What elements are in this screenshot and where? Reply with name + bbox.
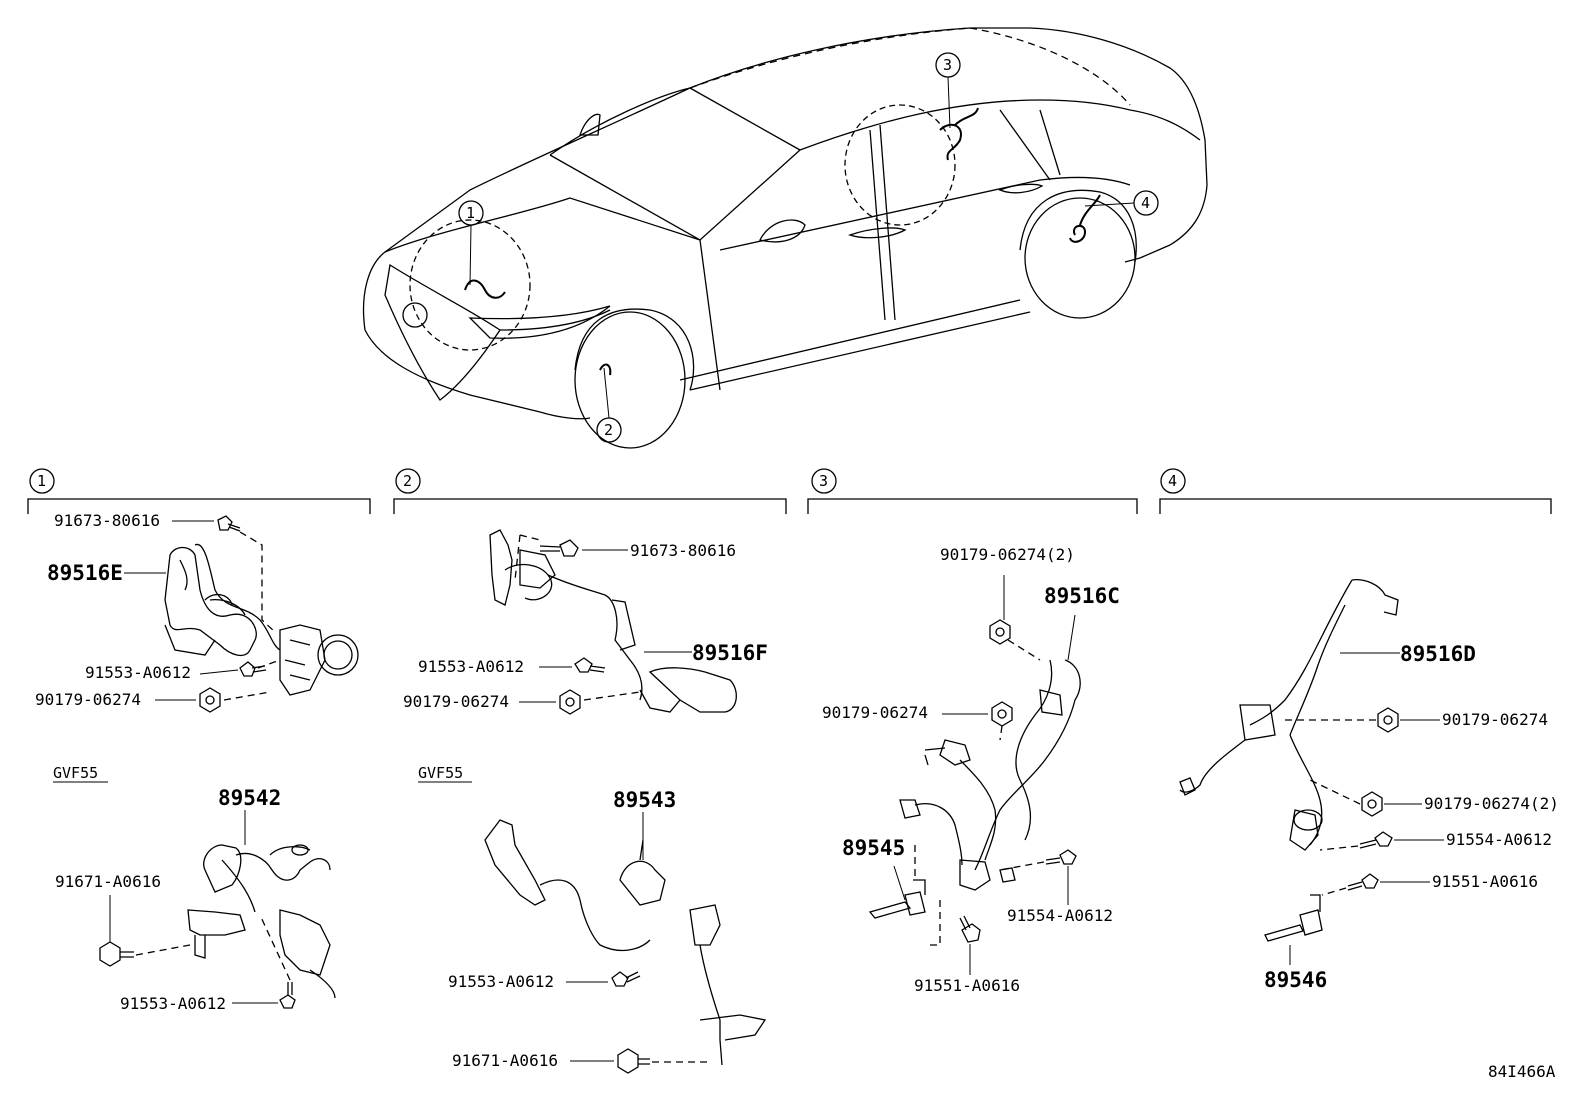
variant-label-section-2: GVF55 [418,764,463,782]
bolt-91553-A0612-s2-icon [574,657,606,673]
callout-2-label: 2 [604,421,613,439]
bolt-91551-A0616-s4-icon [1347,873,1379,891]
bolt-91671-A0616-s2-icon [617,1048,650,1074]
callout-4-label: 4 [1141,194,1150,212]
part-label-90179-06274-2-s4: 90179-06274(2) [1424,794,1559,813]
part-label-90179-06274-s3: 90179-06274 [822,703,928,722]
section-2: 91673-80616 89516F 91553-A0612 90179-062… [403,529,768,1074]
overview-callout-2: 2 [596,367,622,443]
section-3-number: 3 [819,472,828,490]
sensor-89516F-drawing [489,529,737,713]
part-label-90179-06274-s2: 90179-06274 [403,692,509,711]
section-1: 91673-80616 89516E 91553-A0612 90179-062… [35,511,359,1013]
nut-90179-06274-s2-icon [559,689,581,715]
part-label-90179-06274-2-s3: 90179-06274(2) [940,545,1075,564]
diagram-code: 84I466A [1488,1062,1556,1081]
nut-90179-06274-s4-icon [1377,707,1399,733]
section-2-number: 2 [403,472,412,490]
section-4-number: 4 [1168,472,1177,490]
part-label-89516D: 89516D [1400,642,1476,666]
part-label-90179-06274-s4: 90179-06274 [1442,710,1548,729]
bolt-91551-A0616-s3-icon [959,915,981,943]
part-label-91673-80616-s2: 91673-80616 [630,541,736,560]
part-label-89546: 89546 [1264,968,1327,992]
section-4: 89516D 90179-06274 90179-06274(2) 91554-… [1179,579,1559,992]
nut-90179-06274-icon [199,687,221,713]
part-label-91671-A0616: 91671-A0616 [55,872,161,891]
part-label-91553-A0612-s2: 91553-A0612 [418,657,524,676]
part-label-91551-A0616-s4: 91551-A0616 [1432,872,1538,891]
sensor-89545-drawing [868,879,926,919]
sensor-89542-drawing [187,844,336,999]
part-label-89516E: 89516E [47,561,123,585]
part-label-89516F: 89516F [692,641,768,665]
nut-90179-06274-s3-icon [991,701,1013,727]
sensor-89516D-drawing [1179,579,1399,851]
bolt-91673-80616-icon [217,515,241,532]
part-label-90179-06274: 90179-06274 [35,690,141,709]
nut-90179-06274-2-s3-icon [989,619,1011,645]
bolt-91553-A0612-lower-icon [279,982,296,1009]
sensor-89516C-drawing [899,659,1081,891]
part-label-89516C: 89516C [1044,584,1120,608]
bolt-91553-A0612-s2-lower-icon [611,971,641,987]
variant-label-section-1: GVF55 [53,764,98,782]
section-3: 90179-06274(2) 89516C 90179-06274 89545 … [822,545,1120,995]
bolt-91553-A0612-icon [239,661,267,677]
bolt-91554-A0612-s4-icon [1359,831,1393,849]
section-1-number: 1 [37,472,46,490]
part-label-89545: 89545 [842,836,905,860]
bolt-91554-A0612-s3-icon [1045,849,1077,865]
part-label-91553-A0612: 91553-A0612 [85,663,191,682]
bolt-91671-A0616-icon [99,941,134,967]
part-label-91551-A0616-s3: 91551-A0616 [914,976,1020,995]
bolt-91673-80616-s2-icon [539,539,579,557]
car-overview: 1 2 3 4 [362,27,1208,449]
part-label-91553-A0612-lower: 91553-A0612 [120,994,226,1013]
part-label-91671-A0616-s2: 91671-A0616 [452,1051,558,1070]
section-headers: 1 2 3 4 [27,468,1552,514]
callout-3-label: 3 [943,56,952,74]
part-label-91554-A0612-s3: 91554-A0612 [1007,906,1113,925]
part-label-91673-80616: 91673-80616 [54,511,160,530]
overview-callout-3: 3 [935,52,961,129]
sensor-89546-drawing [1264,894,1323,942]
part-label-91554-A0612-s4: 91554-A0612 [1446,830,1552,849]
part-label-89543: 89543 [613,788,676,812]
overview-callout-4: 4 [1084,190,1159,216]
callout-1-label: 1 [466,204,475,222]
sensor-89516E-drawing [164,544,359,696]
sensor-89543-drawing [484,819,767,1066]
part-label-89542: 89542 [218,786,281,810]
part-label-91553-A0612-s2-lower: 91553-A0612 [448,972,554,991]
overview-callout-1: 1 [458,200,484,286]
nut-90179-06274-2-s4-icon [1361,791,1383,817]
